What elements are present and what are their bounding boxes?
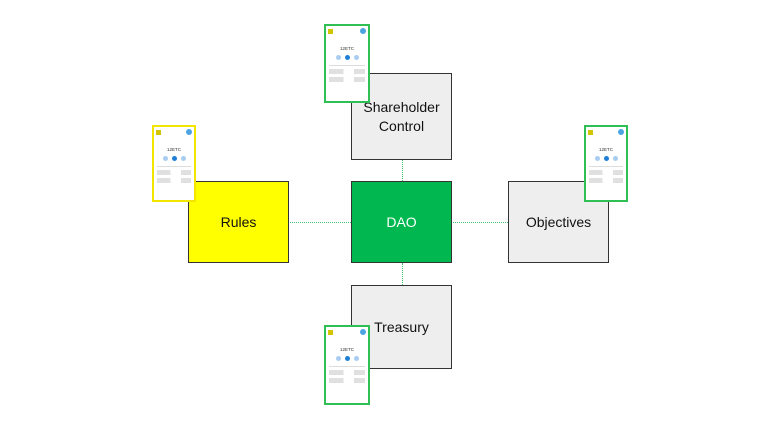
node-label: Shareholder Control [363,98,440,134]
balance-text: 12ETC [166,147,181,152]
node-label: Objectives [525,213,592,230]
logo-icon [328,329,333,335]
avatar [186,129,192,135]
avatar [360,28,366,34]
phone-mockup-bottom: 12ETC [324,325,370,405]
node-label: Rules [220,213,257,230]
logo-icon [588,129,593,135]
phone-mockup-top: 12ETC [324,24,370,103]
connector-bottom [402,263,403,285]
phone-mockup-left: 12ETC [152,125,196,202]
node-label: Treasury [374,318,429,335]
connector-right [453,222,508,223]
balance-text: 12ETC [598,147,613,152]
node-shareholder-control: Shareholder Control [351,73,452,160]
logo-icon [328,28,333,34]
connector-left [290,222,351,223]
avatar [360,329,366,335]
node-label: DAO [386,213,417,230]
balance-text: 12ETC [339,46,354,51]
balance-text: 12ETC [339,347,354,352]
avatar [618,129,624,135]
logo-icon [156,129,161,135]
node-dao: DAO [351,181,452,263]
node-rules: Rules [188,181,289,263]
connector-top [402,160,403,181]
phone-mockup-right: 12ETC [584,125,628,202]
